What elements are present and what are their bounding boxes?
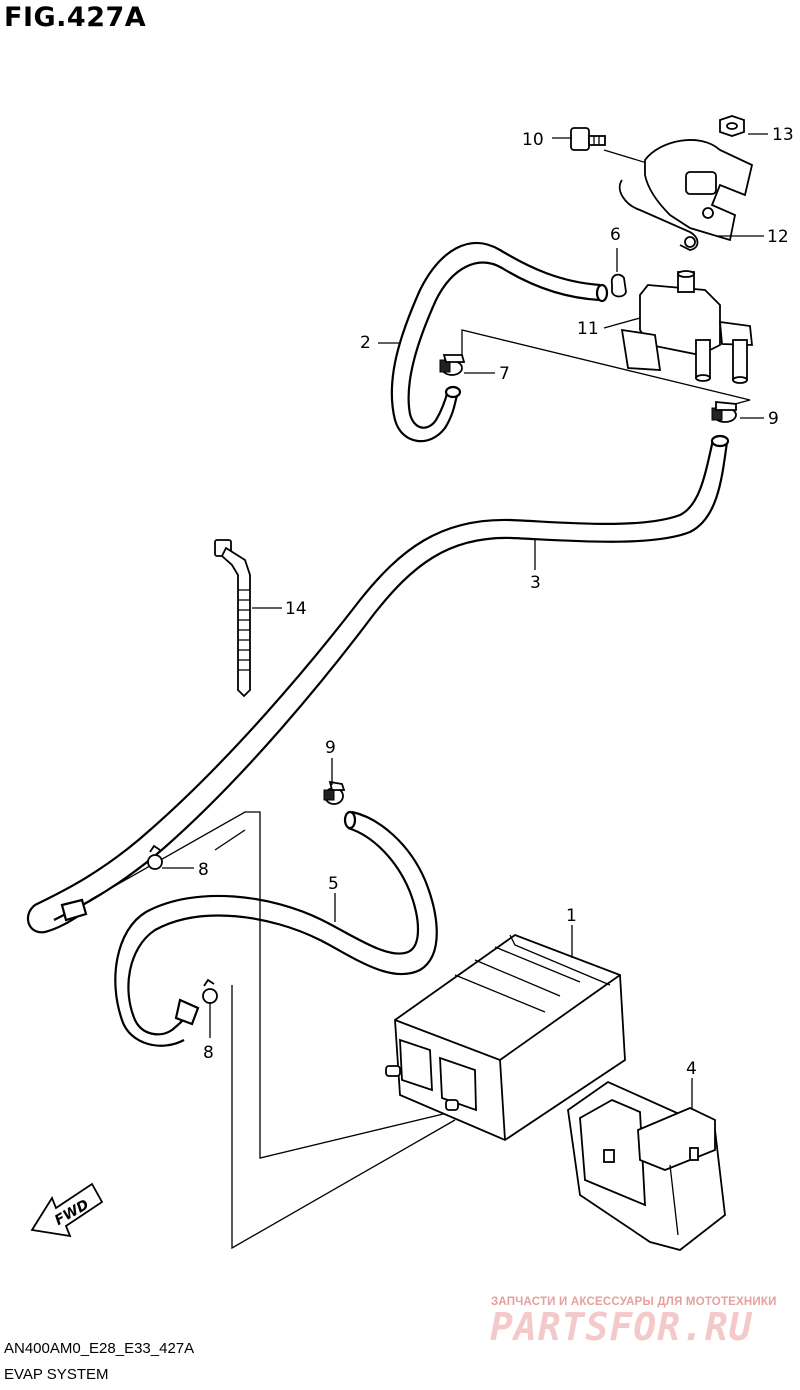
callout-1: 1 [566,906,577,926]
callout-10: 10 [522,130,544,150]
clamp-8a [147,844,163,870]
callout-8a: 8 [198,860,209,880]
callout-13: 13 [772,125,794,145]
callout-5: 5 [328,874,339,894]
callout-12: 12 [767,227,789,247]
callout-3: 3 [530,573,541,593]
canister-1 [385,933,626,1142]
canister-holder-4 [567,1080,726,1251]
hose-2 [390,241,609,443]
system-name: EVAP SYSTEM [4,1366,109,1383]
clamp-9a [711,401,737,423]
purge-valve-11 [620,270,754,384]
diagram-code: AN400AM0_E28_E33_427A [4,1340,195,1357]
clamp-7 [439,354,466,376]
forward-arrow: FWD [30,1182,104,1238]
callout-2: 2 [360,333,371,353]
clamp-6 [610,273,627,298]
leader-lines [162,133,768,1110]
callout-14: 14 [285,599,307,619]
callout-9a: 9 [768,409,779,429]
figure-title: FIG.427A [4,2,147,33]
watermark-tagline: ЗАПЧАСТИ И АКСЕССУАРЫ ДЛЯ МОТОТЕХНИКИ [491,1296,777,1308]
callouts: 10 13 12 6 11 2 7 9 3 14 9 8 5 1 8 4 [198,125,794,1079]
callout-8b: 8 [203,1043,214,1063]
callout-4: 4 [686,1059,697,1079]
hose-5 [114,810,438,1047]
clamp-9b [323,780,346,805]
cable-tie-14 [214,539,251,698]
watermark-logo: PARTSFOR.RU [490,1305,753,1349]
callout-6: 6 [610,225,621,245]
bolt-10 [570,127,606,151]
bracket-12 [618,139,754,251]
clamp-8b [202,978,218,1004]
hose-3 [26,434,730,934]
callout-9b: 9 [325,738,336,758]
callout-11: 11 [577,319,599,339]
callout-7: 7 [499,364,510,384]
nut-13 [719,115,745,137]
